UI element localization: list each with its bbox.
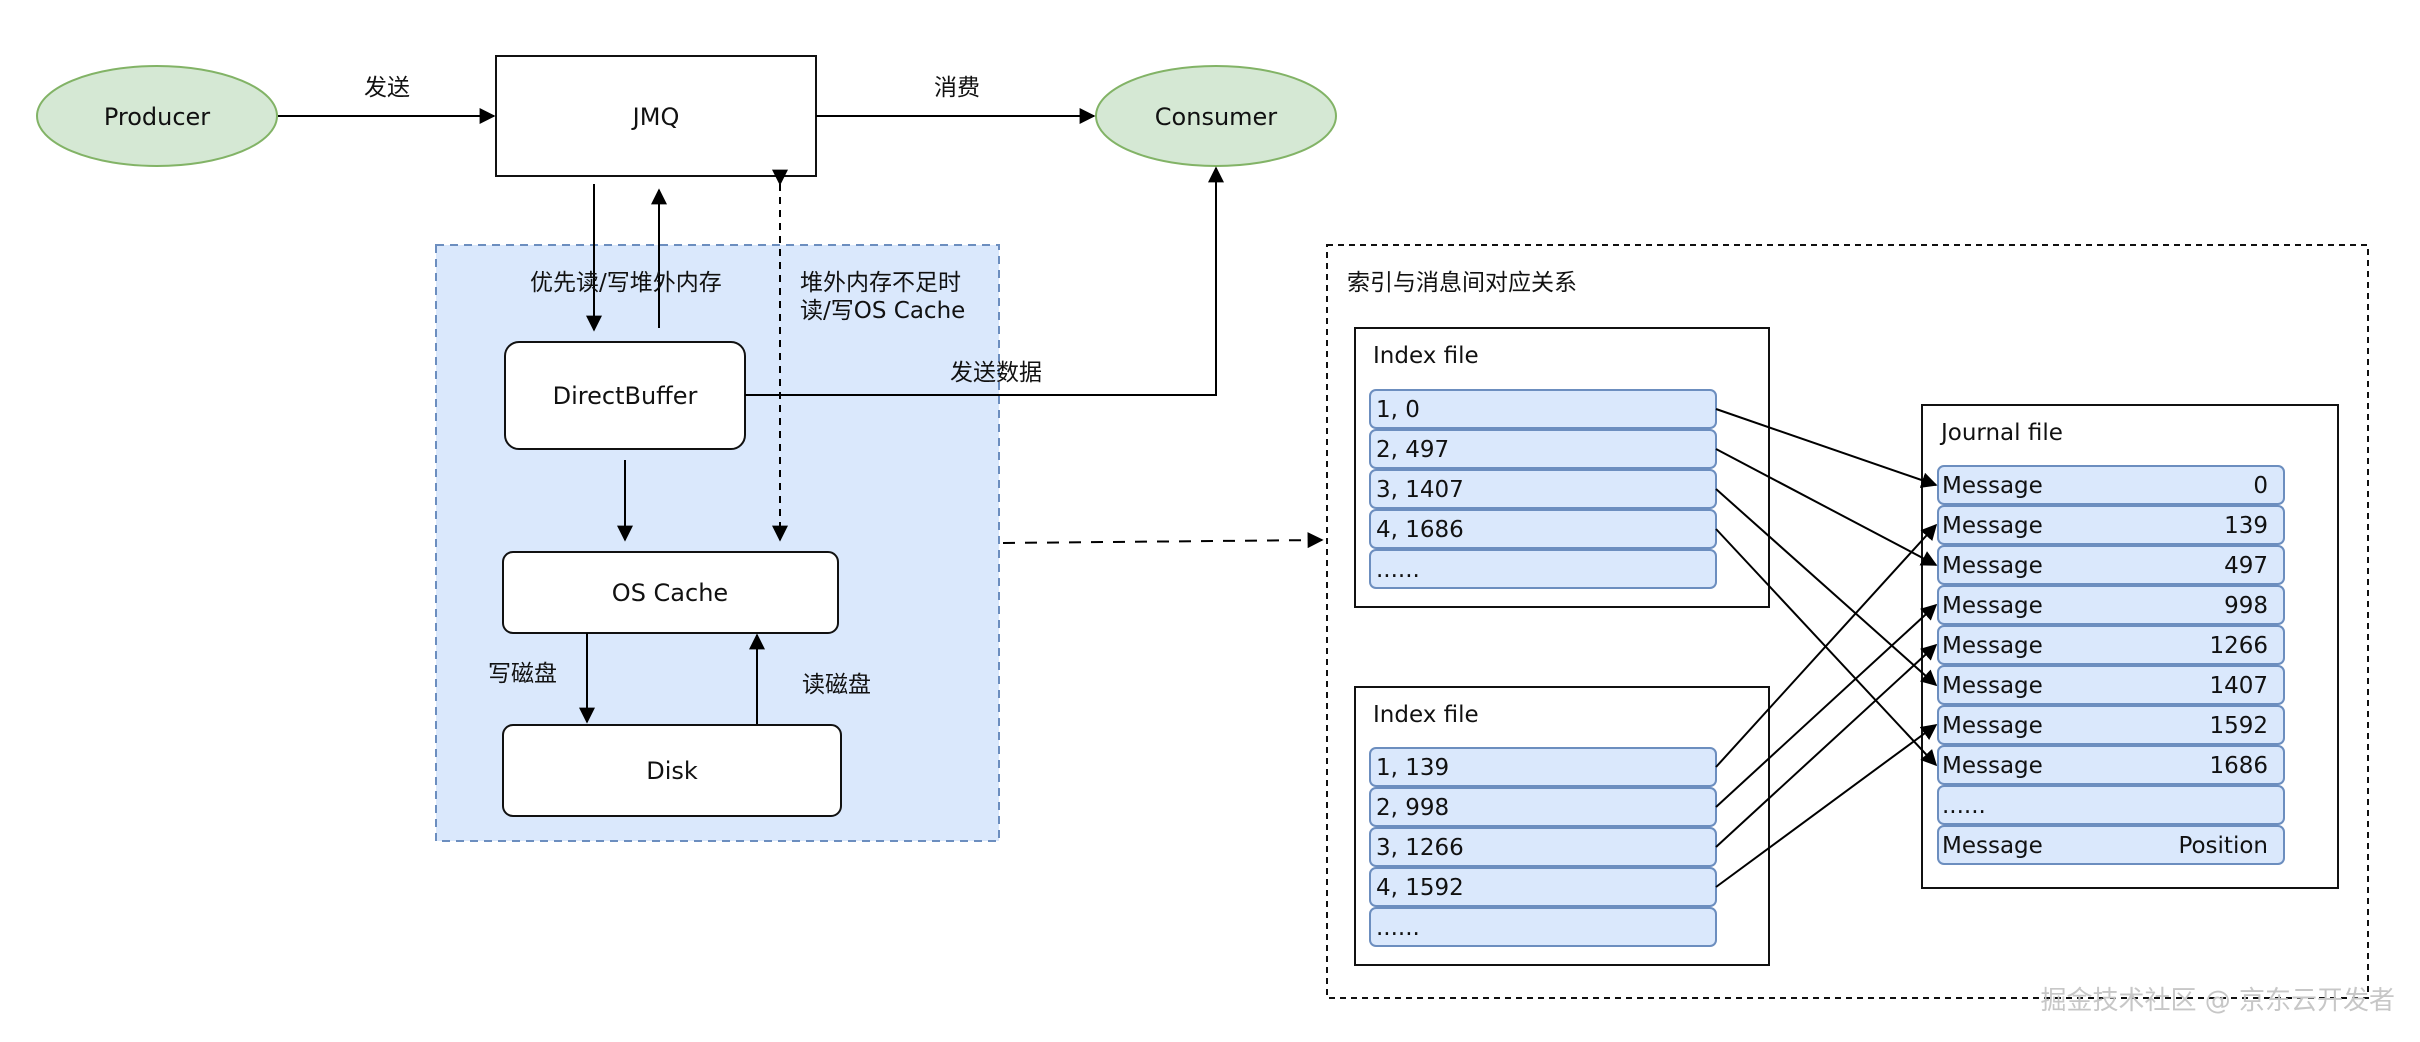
read-disk-label: 读磁盘 bbox=[802, 672, 871, 698]
journal-cell bbox=[1937, 505, 2285, 545]
journal-cell bbox=[1937, 545, 2285, 585]
offheap-insufficient-label-1: 堆外内存不足时 bbox=[800, 270, 961, 296]
index-file-2-label: Index file bbox=[1373, 702, 1479, 728]
journal-entry-name: Message bbox=[1942, 633, 2043, 659]
watermark: 掘金技术社区 @ 京东云开发者 bbox=[2040, 986, 2395, 1016]
priority-rw-label: 优先读/写堆外内存 bbox=[530, 270, 722, 296]
journal-entry-value: 1592 bbox=[2209, 713, 2268, 739]
index2-entry: ...... bbox=[1376, 915, 1420, 941]
journal-cell bbox=[1937, 665, 2285, 705]
journal-entry-value: 998 bbox=[2224, 593, 2268, 619]
svg-text:Consumer: Consumer bbox=[1155, 103, 1278, 131]
journal-entry-value: 139 bbox=[2224, 513, 2268, 539]
index-file-2-entries: 1, 139 2, 998 3, 1266 4, 1592...... bbox=[1369, 747, 1717, 947]
index1-entry: 4, 1686 bbox=[1376, 517, 1464, 543]
directbuffer-node: DirectBuffer bbox=[504, 341, 746, 450]
mapping-arrow bbox=[1715, 488, 1938, 687]
index2-entry: 4, 1592 bbox=[1376, 875, 1464, 901]
journal-entry-name: Message bbox=[1942, 713, 2043, 739]
consume-label: 消费 bbox=[934, 75, 980, 101]
journal-entry-value: 1407 bbox=[2209, 673, 2268, 699]
index-file-1-label: Index file bbox=[1373, 343, 1479, 369]
journal-cell bbox=[1937, 625, 2285, 665]
svg-text:JMQ: JMQ bbox=[631, 103, 680, 131]
index1-cell bbox=[1369, 389, 1717, 429]
index-panel bbox=[1326, 244, 2369, 999]
svg-text:DirectBuffer: DirectBuffer bbox=[553, 382, 698, 410]
mapping-arrow bbox=[1715, 523, 1938, 768]
journal-entry-name: Message bbox=[1942, 673, 2043, 699]
index2-cell bbox=[1369, 907, 1717, 947]
offheap-insufficient-label-2: 读/写OS Cache bbox=[800, 298, 965, 324]
mapping-arrow bbox=[1715, 643, 1938, 848]
index-panel-title: 索引与消息间对应关系 bbox=[1347, 270, 1577, 296]
journal-entry-value: 1266 bbox=[2209, 633, 2268, 659]
index-to-journal-arrows bbox=[1715, 408, 1938, 888]
index2-entry: 3, 1266 bbox=[1376, 835, 1464, 861]
send-data-label: 发送数据 bbox=[950, 360, 1042, 386]
journal-entry-name: Message bbox=[1942, 753, 2043, 779]
journal-cell bbox=[1937, 465, 2285, 505]
svg-text:OS Cache: OS Cache bbox=[612, 579, 728, 607]
mapping-arrow bbox=[1715, 408, 1938, 488]
index1-entry: ...... bbox=[1376, 557, 1420, 583]
journal-entry-name: Message bbox=[1942, 593, 2043, 619]
journal-entry-name: Message bbox=[1942, 553, 2043, 579]
journal-entry-name: Message bbox=[1942, 473, 2043, 499]
oscache-node: OS Cache bbox=[502, 551, 839, 634]
journal-entry-value: 497 bbox=[2224, 553, 2268, 579]
write-disk-label: 写磁盘 bbox=[488, 661, 557, 687]
journal-cell bbox=[1937, 785, 2285, 825]
journal-entry-value: 1686 bbox=[2209, 753, 2268, 779]
disk-node: Disk bbox=[502, 724, 842, 817]
journal-entry-value: Position bbox=[2178, 833, 2268, 859]
journal-cell bbox=[1937, 825, 2285, 865]
send-data-arrow bbox=[745, 166, 1224, 396]
send-label: 发送 bbox=[364, 75, 410, 101]
journal-entry-name: Message bbox=[1942, 513, 2043, 539]
svg-text:Producer: Producer bbox=[104, 103, 210, 131]
mapping-arrow bbox=[1715, 603, 1938, 808]
journal-entry-value: 0 bbox=[2253, 473, 2268, 499]
region-to-index-dashed-arrow bbox=[1002, 532, 1324, 549]
journal-entry-name: ...... bbox=[1942, 793, 1986, 819]
index2-entry: 1, 139 bbox=[1376, 755, 1449, 781]
index1-entry: 2, 497 bbox=[1376, 437, 1449, 463]
jmq-node: JMQ bbox=[495, 55, 817, 177]
index2-entry: 2, 998 bbox=[1376, 795, 1449, 821]
journal-cell bbox=[1937, 585, 2285, 625]
mapping-arrow bbox=[1715, 724, 1938, 888]
journal-entry-name: Message bbox=[1942, 833, 2043, 859]
journal-file-label: Journal file bbox=[1939, 420, 2063, 446]
index1-cell bbox=[1369, 549, 1717, 589]
producer-node: Producer bbox=[36, 65, 278, 167]
consumer-node: Consumer bbox=[1095, 65, 1337, 167]
index1-entry: 3, 1407 bbox=[1376, 477, 1464, 503]
index1-entry: 1, 0 bbox=[1376, 397, 1420, 423]
journal-cell bbox=[1937, 705, 2285, 745]
index-file-1-entries: 1, 0 2, 497 3, 1407 4, 1686...... bbox=[1369, 389, 1717, 589]
mapping-arrow bbox=[1715, 448, 1938, 566]
svg-text:Disk: Disk bbox=[646, 757, 698, 785]
journal-cell bbox=[1937, 745, 2285, 785]
